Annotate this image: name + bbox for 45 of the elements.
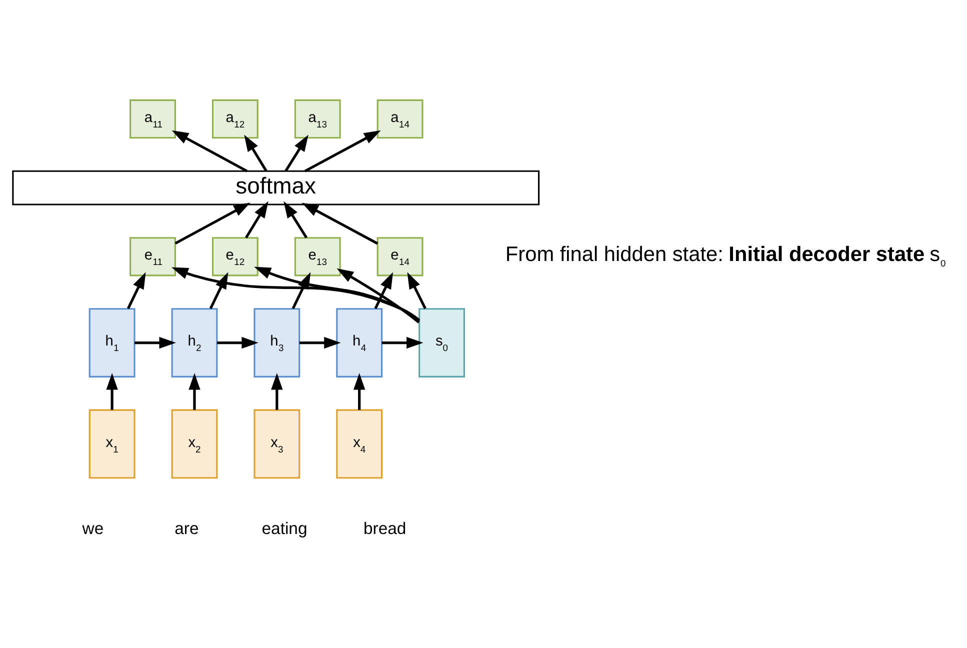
- arrow: [217, 336, 258, 348]
- node-box: h$_{1}$: [88, 308, 136, 377]
- node-box: e$_{13}$: [294, 236, 341, 276]
- arrow: [382, 336, 424, 348]
- arrow: [188, 372, 200, 410]
- node-box: e$_{12}$: [212, 236, 258, 276]
- arrow: [299, 336, 341, 348]
- label: bread: [364, 518, 406, 538]
- arrow: [134, 336, 176, 348]
- node-box: s$_{0}$: [418, 308, 465, 377]
- node-box: x$_{4}$: [336, 408, 383, 478]
- node-box: e$_{14}$: [376, 236, 424, 276]
- node-box: x$_{2}$: [171, 408, 218, 478]
- arrow: [284, 134, 308, 172]
- arrow: [172, 130, 248, 172]
- arrow: [172, 266, 420, 321]
- arrow: [304, 130, 381, 172]
- node-box: a$_{14}$: [376, 98, 424, 138]
- arrow: [302, 202, 378, 244]
- label: eating: [262, 518, 308, 538]
- label: are: [174, 518, 199, 538]
- arrow: [126, 272, 146, 309]
- node-box: x$_{1}$: [88, 408, 136, 478]
- arrow: [244, 200, 268, 238]
- label: we: [82, 518, 104, 538]
- label: From final hidden state: Initial decoder state s$_{0}$: [505, 242, 946, 268]
- node-box: x$_{3}$: [254, 408, 300, 478]
- arrow: [374, 272, 394, 309]
- node-box: h$_{4}$: [336, 308, 383, 377]
- node-box: a$_{12}$: [212, 98, 258, 138]
- arrow: [244, 134, 268, 172]
- arrow: [407, 272, 426, 309]
- node-box: a$_{13}$: [294, 98, 341, 138]
- arrow: [254, 266, 420, 322]
- node-box: a$_{11}$: [130, 98, 176, 138]
- node-box: e$_{11}$: [130, 236, 176, 276]
- arrow: [106, 372, 118, 410]
- node-box: softmax: [12, 170, 540, 205]
- arrow: [271, 372, 283, 410]
- arrow: [174, 202, 250, 244]
- node-box: h$_{3}$: [254, 308, 300, 377]
- arrow: [336, 268, 420, 323]
- node-box: h$_{2}$: [171, 308, 218, 377]
- arrow: [284, 200, 308, 238]
- arrow: [353, 372, 366, 410]
